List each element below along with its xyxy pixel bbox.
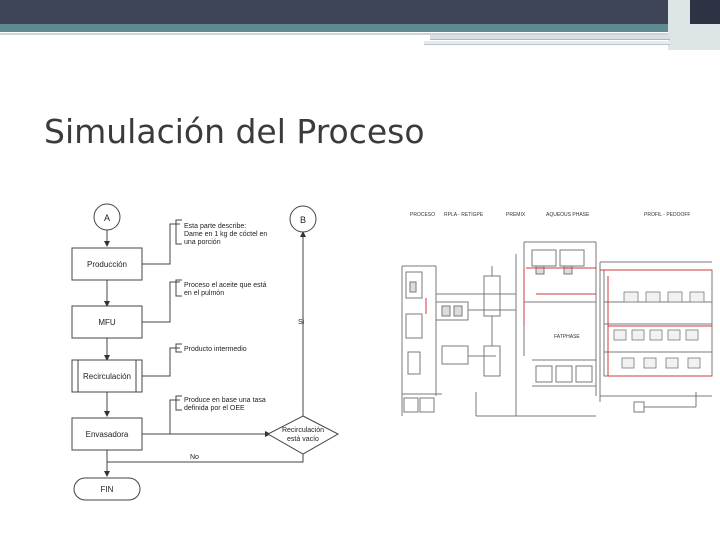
note-1-line-2: Dame en 1 kg de cóctel en	[184, 231, 267, 238]
process-produccion	[71, 247, 143, 281]
title-bar-band	[0, 0, 720, 24]
process-produccion-label: Producción	[87, 260, 127, 269]
process-pid-schematic: PROCESO RPLA - RETIGPE PREMIX AQUEOUS PH…	[401, 212, 713, 417]
decision-line-2: está vacío	[287, 436, 319, 443]
process-recirculacion	[71, 359, 143, 393]
connector-b-label: B	[300, 215, 306, 225]
process-mfu	[71, 305, 143, 339]
slide-title: Simulación del Proceso	[44, 112, 425, 151]
note-2-line-1: Proceso el aceite que está	[184, 282, 267, 289]
process-envasadora	[71, 417, 143, 451]
process-mfu-label: MFU	[98, 318, 116, 327]
pid-header-proceso: PROCESO	[410, 212, 435, 218]
connector-a	[93, 203, 121, 231]
note-1-line-1: Esta parte describe:	[184, 223, 246, 230]
connector-b	[289, 205, 317, 233]
pid-sub-fatphase: FATPHASE	[554, 334, 580, 340]
process-recirculacion-label: Recirculación	[83, 372, 131, 381]
pid-header-profil: PROFIL - PEDOOFF	[644, 212, 690, 218]
process-flowchart: A B Producción MFU Recirculación Envasad…	[71, 203, 340, 501]
branch-label-si: Si	[298, 319, 305, 326]
note-3-line-1: Producto intermedio	[184, 346, 247, 353]
connector-a-label: A	[104, 213, 110, 223]
corner-decoration-dark	[690, 0, 720, 24]
pid-header-premix: PREMIX	[506, 212, 526, 218]
pid-header-rpla: RPLA - RETIGPE	[444, 212, 484, 218]
terminal-fin-label: FIN	[101, 485, 114, 494]
terminal-fin	[73, 477, 141, 501]
decorative-tab-lower	[424, 41, 670, 45]
decorative-tab-upper	[430, 35, 670, 40]
note-4-line-1: Produce en base una tasa	[184, 397, 266, 404]
pid-header-aqueous: AQUEOUS PHASE	[546, 212, 590, 218]
note-4-line-2: definida por el OEE	[184, 405, 245, 412]
decision-line-1: Recirculación	[282, 427, 324, 434]
process-envasadora-label: Envasadora	[86, 430, 129, 439]
note-2-line-2: en el pulmón	[184, 290, 224, 297]
branch-label-no: No	[190, 454, 199, 461]
title-bar-accent-strip	[0, 24, 720, 32]
title-bar-divider	[0, 33, 720, 35]
decision-recirculacion-vacio	[266, 415, 340, 455]
note-1-line-3: una porción	[184, 239, 221, 246]
